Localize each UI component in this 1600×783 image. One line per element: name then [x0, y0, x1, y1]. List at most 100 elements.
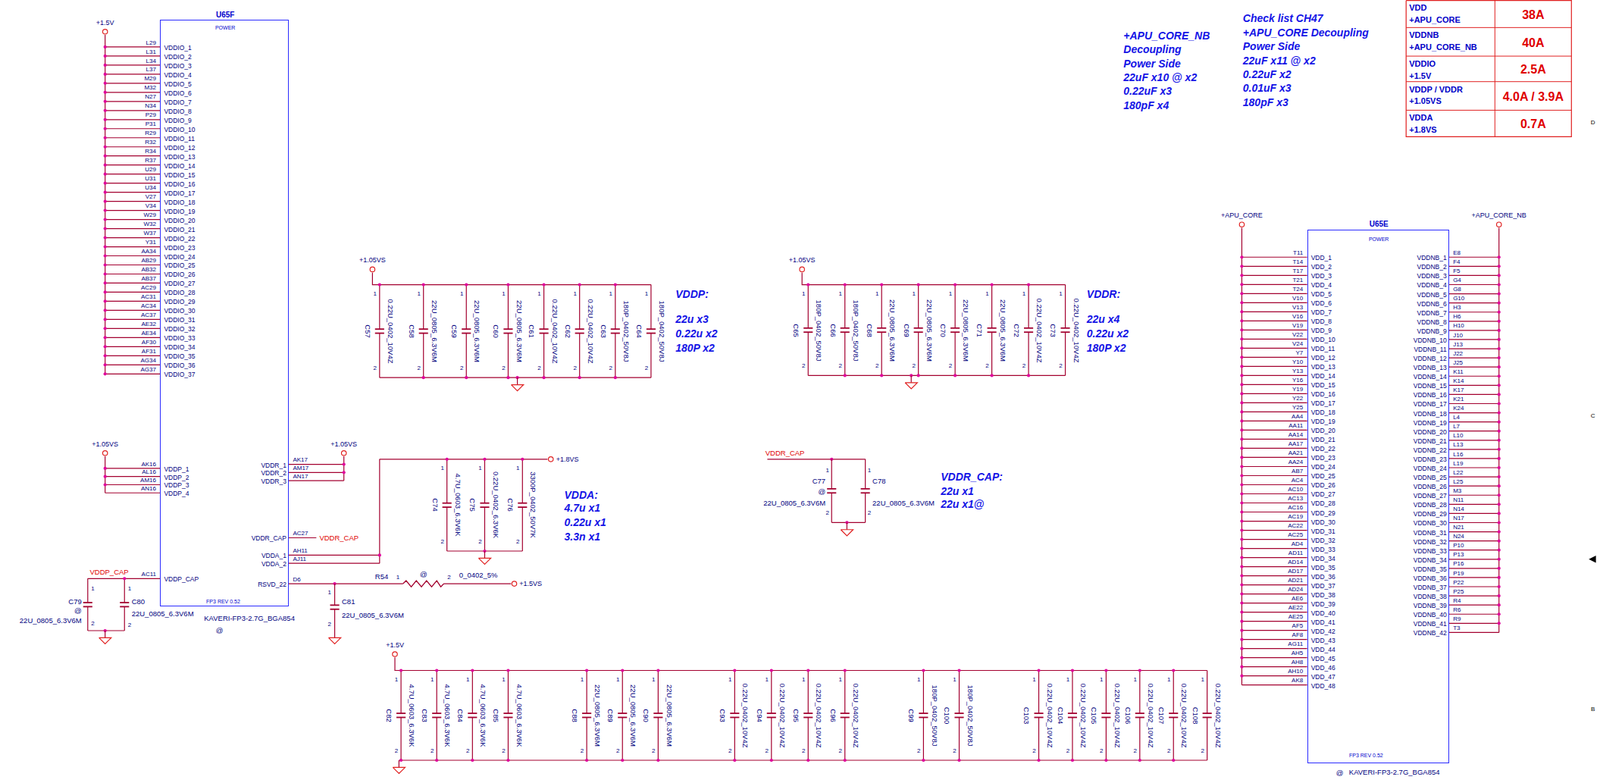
ball-number: Y19	[1292, 386, 1303, 393]
wire	[1241, 566, 1307, 567]
part-reference: C100	[943, 706, 952, 724]
ball-number: M3	[1452, 488, 1462, 495]
pin-name: VDDNB_28	[1413, 501, 1447, 509]
wire	[1449, 613, 1500, 615]
wire	[343, 456, 345, 481]
capacitor-symbol	[461, 328, 471, 330]
junction-dot	[806, 758, 810, 762]
wire	[104, 34, 106, 374]
wire	[378, 333, 380, 379]
wire	[1241, 384, 1307, 386]
capacitor-symbol	[840, 712, 850, 714]
wire	[1449, 623, 1500, 624]
wire	[105, 492, 161, 494]
power-rail-symbol	[102, 450, 107, 456]
wire	[484, 459, 486, 504]
capacitor-symbol	[1023, 327, 1034, 329]
ball-number: P19	[1452, 570, 1464, 577]
pin-name: VDDIO_4	[163, 72, 191, 79]
wire	[1241, 657, 1307, 658]
pin-number: 1	[616, 676, 620, 683]
capacitor-symbol	[1060, 331, 1070, 333]
part-reference: U65E	[1369, 220, 1389, 229]
wire	[105, 309, 161, 311]
ball-number: R37	[144, 157, 157, 164]
ball-number: W29	[144, 212, 157, 219]
wire	[734, 717, 736, 761]
ball-number: L37	[146, 66, 157, 73]
part-reference: C84	[456, 708, 464, 722]
junction-dot	[103, 45, 107, 49]
junction-dot	[1070, 668, 1074, 672]
wire	[991, 284, 993, 329]
ball-number: AC22	[1287, 522, 1303, 530]
junction-dot	[103, 72, 107, 76]
junction-dot	[806, 283, 810, 287]
ball-number: AA24	[1288, 459, 1304, 466]
capacitor-symbol	[396, 717, 406, 719]
ball-number: R9	[1452, 616, 1461, 623]
pin-name: VDDIO_29	[163, 298, 195, 306]
wire	[1449, 311, 1500, 313]
part-reference: C89	[606, 708, 614, 722]
junction-dot	[1239, 355, 1244, 359]
junction-dot	[103, 145, 107, 149]
ball-number: L10	[1452, 432, 1463, 439]
pin-name: VDD_13	[1311, 363, 1336, 371]
junction-dot	[1497, 401, 1501, 405]
junction-dot	[1497, 347, 1501, 351]
pin-name: VDDR_2	[260, 469, 287, 477]
junction-dot	[103, 118, 107, 122]
wire	[1038, 670, 1040, 714]
ball-number: AC11	[141, 571, 157, 578]
wire	[105, 319, 161, 320]
block-title: POWER	[1368, 235, 1389, 242]
ball-number: J10	[1452, 332, 1463, 339]
junction-dot	[1497, 328, 1501, 332]
ball-number: W37	[144, 230, 157, 237]
junction-dot	[378, 283, 382, 287]
pin-name: VDD_19	[1311, 418, 1336, 426]
pin-name: VDDIO_31	[163, 316, 195, 324]
junction-dot	[1497, 594, 1501, 598]
junction-dot	[957, 668, 961, 672]
capacitor-symbol	[1023, 331, 1034, 333]
junction-dot	[1497, 502, 1501, 506]
ball-number: T17	[1292, 268, 1303, 275]
pin-number: 1	[651, 676, 655, 683]
junction-dot	[1497, 338, 1501, 342]
pin-name: VDDNB_15	[1413, 382, 1447, 390]
pin-name: VDDNB_36	[1413, 575, 1447, 583]
junction-dot	[103, 263, 107, 267]
table-cell: 38A	[1521, 9, 1544, 22]
net-label: VDDR_CAP	[319, 534, 359, 542]
wire	[507, 717, 509, 761]
wire	[807, 717, 809, 761]
ball-number: J13	[1452, 341, 1463, 348]
ball-number: L31	[146, 49, 157, 56]
wire	[1449, 338, 1500, 340]
ball-number: L34	[146, 58, 157, 65]
wire	[1241, 484, 1307, 486]
pin-number: 1	[478, 465, 482, 472]
wire	[105, 355, 161, 357]
wire	[1241, 366, 1307, 367]
pin-name: VDDNB_32	[1413, 538, 1447, 545]
part-reference: C62	[563, 324, 572, 338]
zone-letter: C	[1590, 413, 1596, 420]
capacitor-symbol	[950, 331, 960, 333]
capacitor-symbol	[503, 328, 513, 330]
wire	[1241, 611, 1307, 613]
junction-dot	[1239, 629, 1244, 633]
capacitor-symbol	[375, 328, 385, 330]
junction-dot	[1497, 493, 1501, 497]
zone-letter: D	[1590, 119, 1596, 126]
capacitor-symbol	[419, 328, 429, 330]
wire	[104, 456, 106, 493]
pin-name: VDDNB_8	[1416, 319, 1447, 326]
power-rail-name: +APU_CORE	[1221, 212, 1263, 220]
wire	[1449, 558, 1500, 560]
capacitor-symbol	[432, 712, 442, 714]
wire	[1241, 648, 1307, 649]
wire	[105, 364, 161, 366]
